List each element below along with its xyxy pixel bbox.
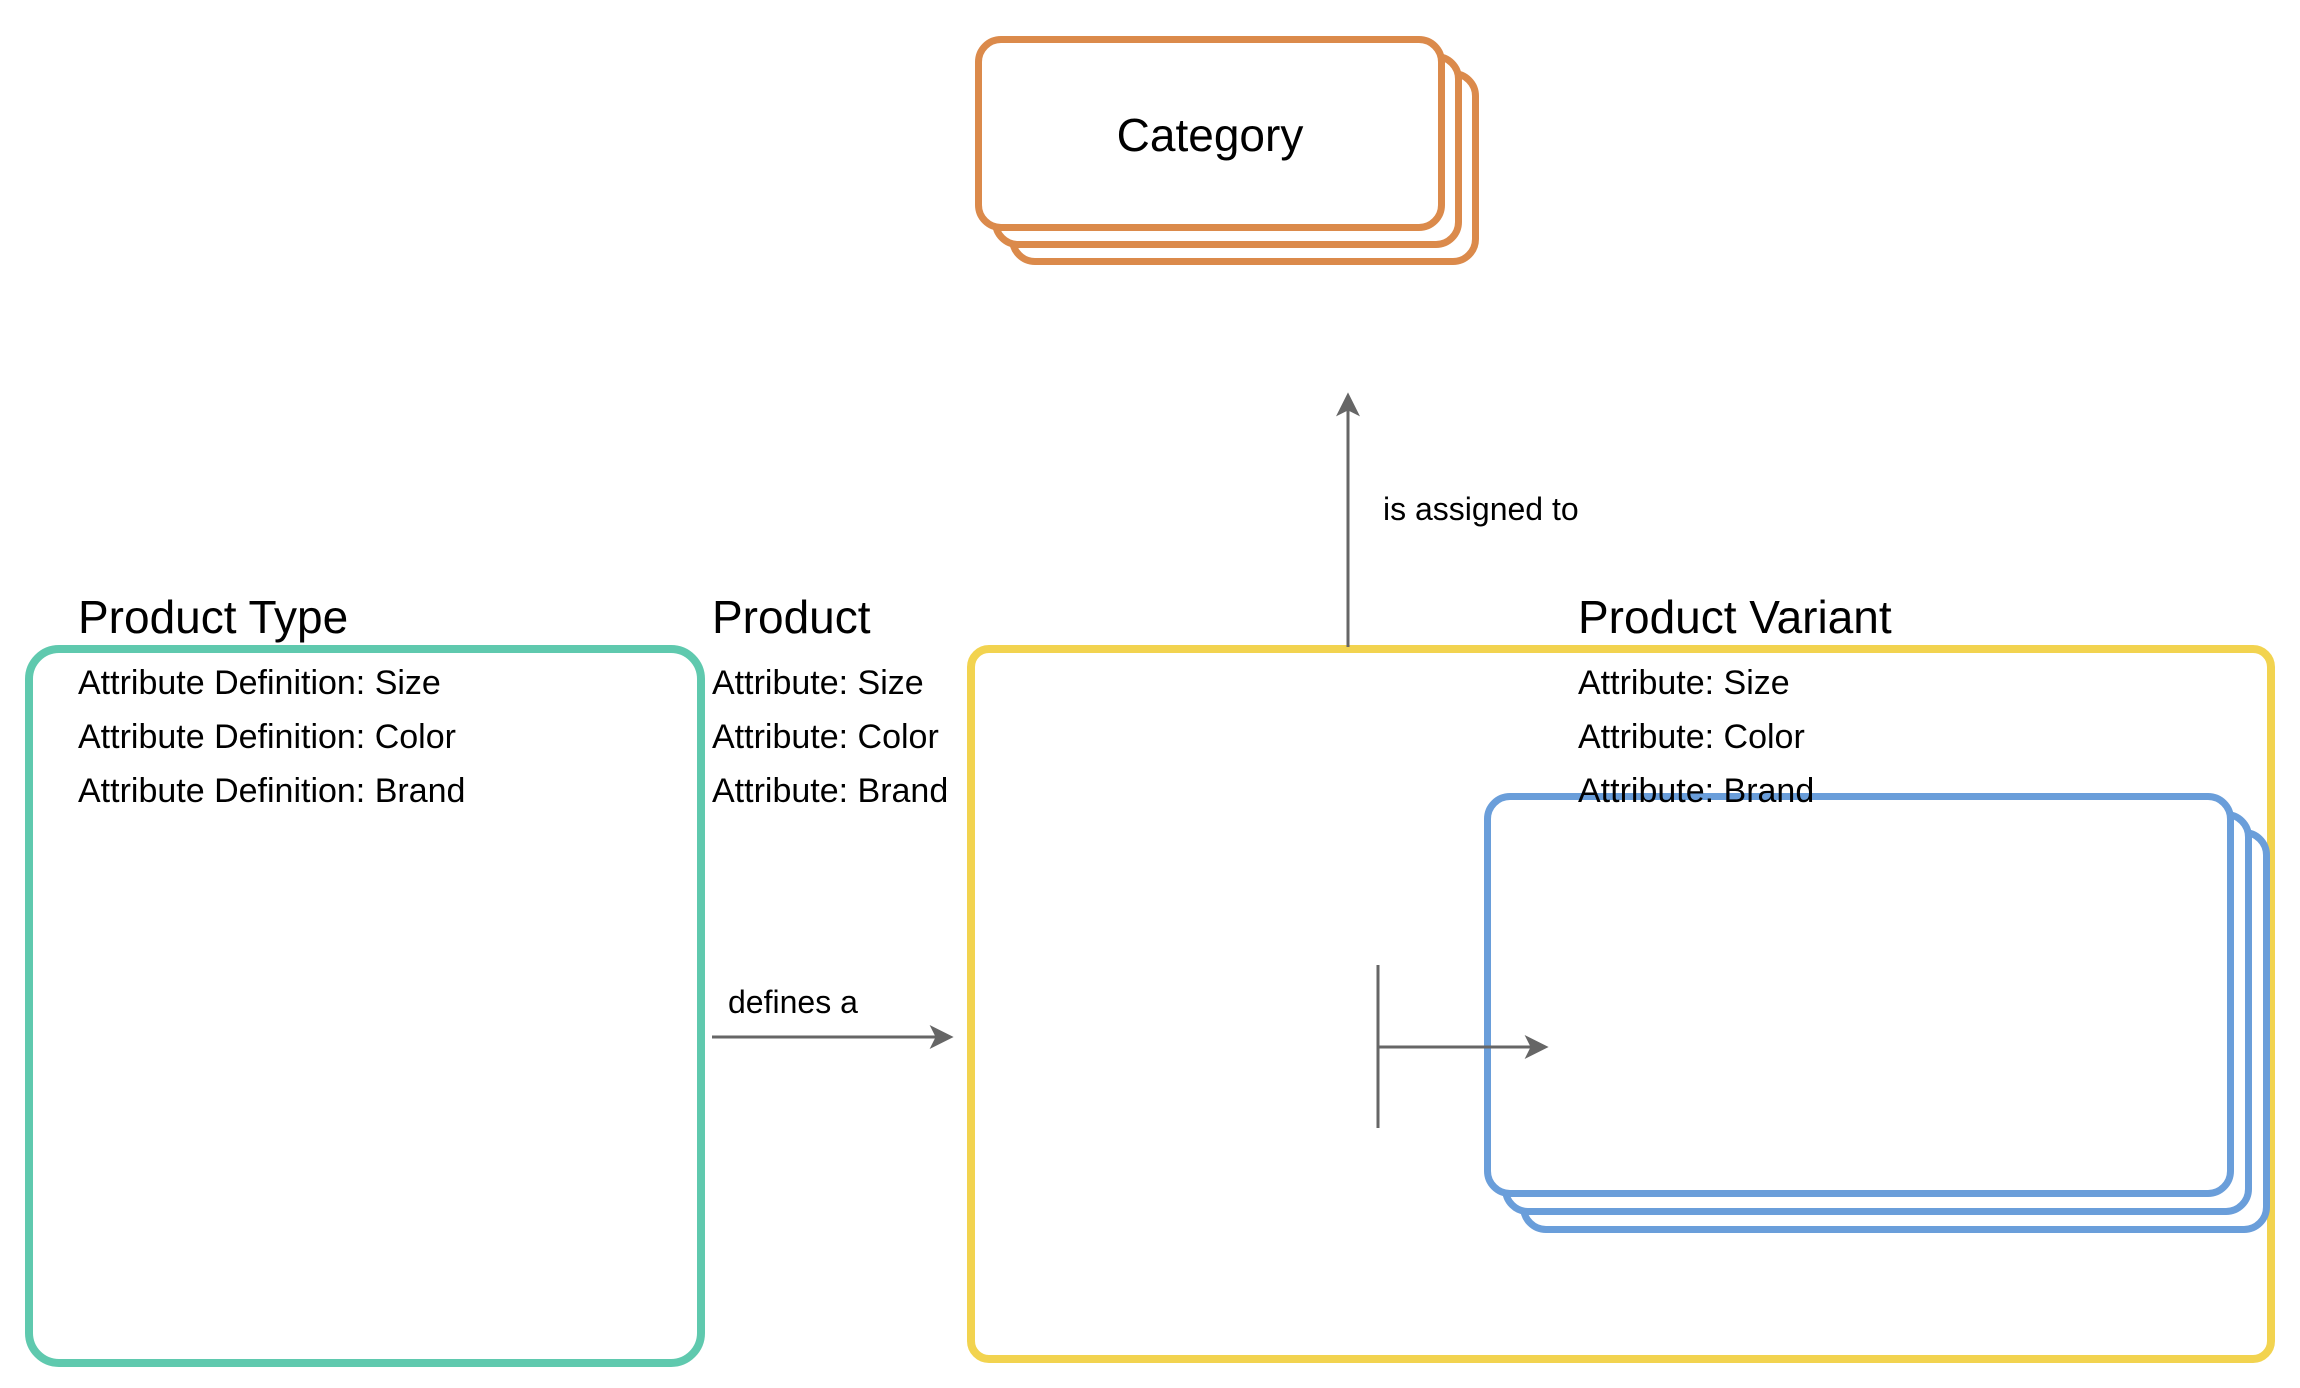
variant-attribute-color: Attribute: Color (1578, 718, 1805, 756)
attribute-definition-color: Attribute Definition: Color (78, 718, 456, 756)
edge-label-is-assigned-to: is assigned to (1383, 491, 1579, 527)
attribute-definition-brand: Attribute Definition: Brand (78, 772, 466, 810)
product-attribute-color: Attribute: Color (712, 718, 939, 756)
node-product-title: Product (712, 591, 871, 643)
product-attribute-brand: Attribute: Brand (712, 772, 949, 810)
node-category-title: Category (1116, 109, 1304, 161)
node-product-type[interactable] (25, 645, 705, 1367)
product-attribute-size: Attribute: Size (712, 664, 924, 702)
node-product-type-attributes: Attribute Definition: Size Attribute Def… (78, 656, 465, 818)
product-variant-card-front (1484, 793, 2234, 1197)
node-product-variant[interactable] (1484, 793, 2270, 1233)
edge-label-defines-a: defines a (728, 984, 858, 1020)
variant-attribute-size: Attribute: Size (1578, 664, 1790, 702)
variant-attribute-brand: Attribute: Brand (1578, 772, 1815, 810)
node-product-type-title: Product Type (78, 591, 349, 643)
node-category[interactable] (975, 36, 1479, 265)
attribute-definition-size: Attribute Definition: Size (78, 664, 441, 702)
node-product-variant-attributes: Attribute: Size Attribute: Color Attribu… (1578, 656, 1814, 818)
category-card-front (975, 36, 1445, 231)
node-product-variant-title: Product Variant (1578, 591, 1892, 643)
node-product-attributes: Attribute: Size Attribute: Color Attribu… (712, 656, 948, 818)
